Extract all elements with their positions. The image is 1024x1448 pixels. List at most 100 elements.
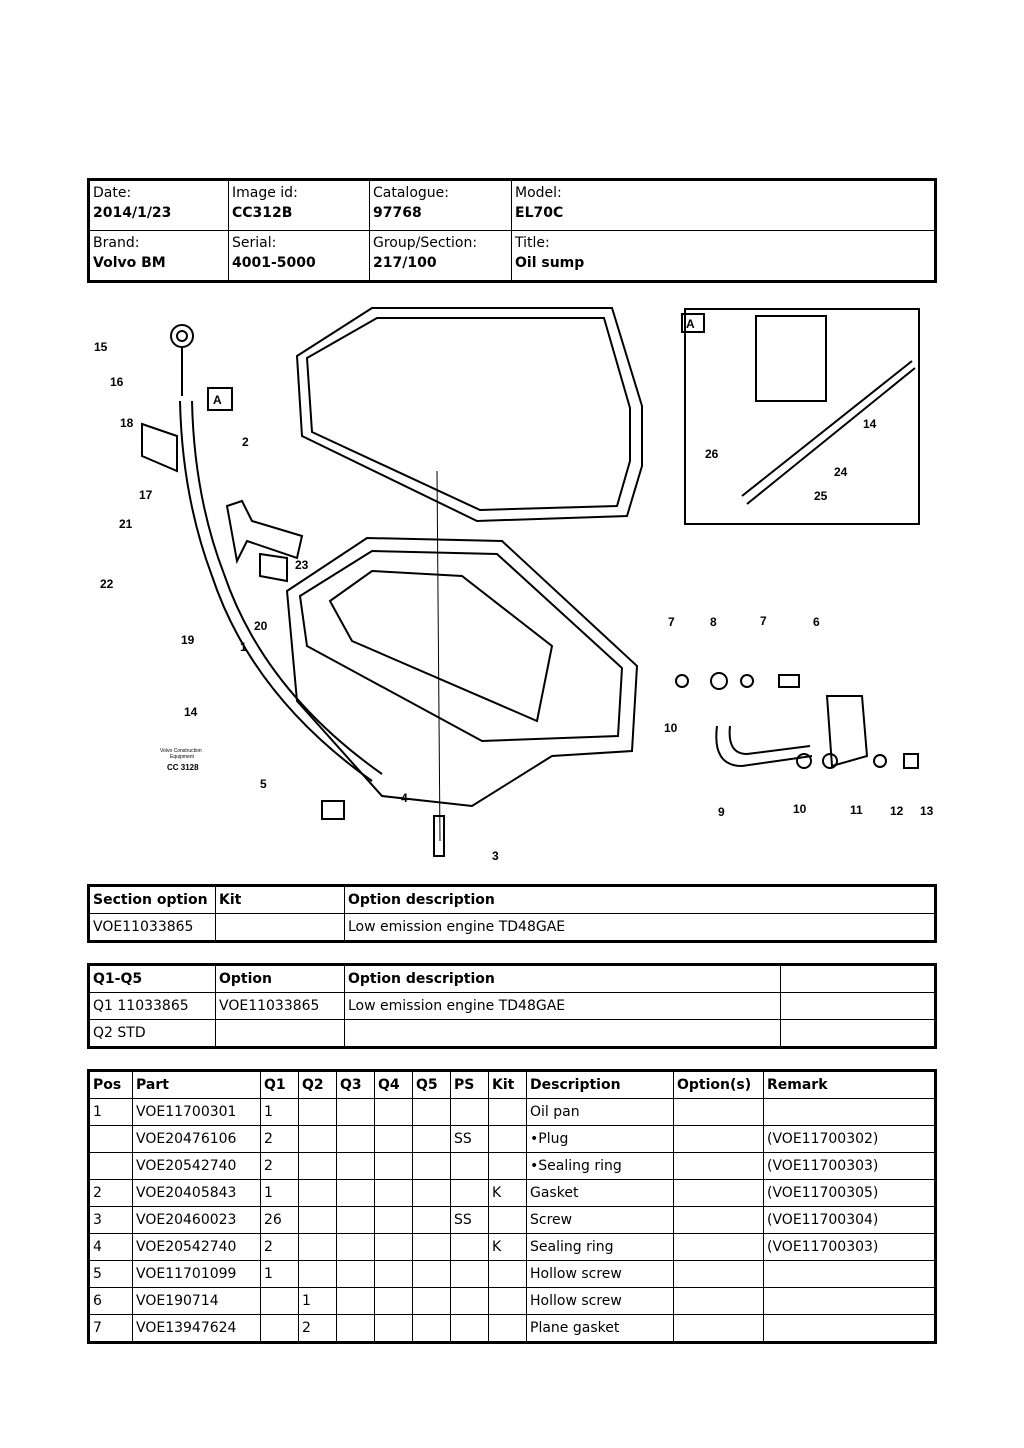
- callout-a-label: A: [213, 393, 222, 407]
- table-cell: [673, 1125, 764, 1153]
- label-10a: 10: [664, 721, 678, 735]
- table-cell: Gasket: [526, 1179, 674, 1207]
- table-cell: VOE20460023: [132, 1206, 261, 1234]
- label-16: 16: [110, 375, 124, 389]
- table-cell: [215, 913, 345, 942]
- label-14: 14: [184, 705, 198, 719]
- col-header: Q1-Q5: [88, 964, 216, 993]
- table-cell: VOE20405843: [132, 1179, 261, 1207]
- brand-cell: Brand:Volvo BM: [88, 230, 229, 282]
- table-cell: [344, 1019, 781, 1048]
- label-8: 8: [710, 615, 717, 629]
- table-cell: [412, 1125, 451, 1153]
- col-header: Section option: [88, 885, 216, 914]
- table-cell: [298, 1152, 337, 1180]
- label-10b: 10: [793, 802, 807, 816]
- table-cell: [450, 1233, 489, 1261]
- table-cell: [336, 1125, 375, 1153]
- table-cell: Screw: [526, 1206, 674, 1234]
- table-cell: VOE20476106: [132, 1125, 261, 1153]
- label-2: 2: [242, 435, 249, 449]
- title-value: Oil sump: [515, 255, 585, 271]
- table-cell: (VOE11700303): [763, 1152, 936, 1180]
- table-cell: 4: [88, 1233, 133, 1261]
- group-cell: Group/Section:217/100: [369, 230, 512, 282]
- table-cell: 6: [88, 1287, 133, 1315]
- label-6: 6: [813, 615, 820, 629]
- table-cell: 2: [298, 1314, 337, 1343]
- catalogue-cell: Catalogue:97768: [369, 179, 512, 231]
- table-cell: [298, 1206, 337, 1234]
- table-row: VOE11033865 Low emission engine TD48GAE: [88, 913, 936, 942]
- table-cell: (VOE11700305): [763, 1179, 936, 1207]
- table-cell: Sealing ring: [526, 1233, 674, 1261]
- date-cell: Date:2014/1/23: [89, 180, 229, 231]
- table-cell: 2: [260, 1233, 299, 1261]
- brand-value: Volvo BM: [93, 255, 166, 271]
- table-cell: [412, 1314, 451, 1343]
- table-cell: •Sealing ring: [526, 1152, 674, 1180]
- col-header: Remark: [763, 1070, 936, 1099]
- table-cell: 1: [260, 1260, 299, 1288]
- label-13: 13: [920, 804, 934, 818]
- table-cell: [298, 1260, 337, 1288]
- table-cell: 1: [260, 1179, 299, 1207]
- table-cell: [780, 992, 936, 1020]
- table-cell: [336, 1314, 375, 1343]
- table-cell: K: [488, 1179, 527, 1207]
- table-cell: [488, 1098, 527, 1126]
- q-option-table: Q1-Q5 Option Option description Q1 11033…: [87, 963, 937, 1049]
- table-cell: 2: [260, 1152, 299, 1180]
- label-17: 17: [139, 488, 153, 502]
- table-cell: [763, 1260, 936, 1288]
- caption-code: CC 3128: [167, 763, 199, 772]
- table-cell: [374, 1233, 413, 1261]
- serial-cell: Serial:4001-5000: [228, 230, 370, 282]
- inset-a-label: A: [686, 317, 695, 331]
- imageid-value: CC312B: [232, 205, 293, 221]
- table-cell: Low emission engine TD48GAE: [344, 992, 781, 1020]
- table-cell: [298, 1179, 337, 1207]
- table-cell: [488, 1314, 527, 1343]
- table-cell: 2: [88, 1179, 133, 1207]
- table-cell: [488, 1152, 527, 1180]
- table-cell: 2: [260, 1125, 299, 1153]
- catalogue-value: 97768: [373, 205, 422, 221]
- section-option-table: Section option Kit Option description VO…: [87, 884, 937, 943]
- table-cell: SS: [450, 1206, 489, 1234]
- col-header: Q1: [260, 1070, 299, 1099]
- table-cell: [780, 1019, 936, 1048]
- parts-header-row: Pos Part Q1 Q2 Q3 Q4 Q5 PS Kit Descripti…: [88, 1070, 936, 1099]
- table-cell: [88, 1152, 133, 1180]
- col-header: Kit: [215, 885, 345, 914]
- col-header: PS: [450, 1070, 489, 1099]
- date-value: 2014/1/23: [93, 205, 172, 221]
- table-cell: [488, 1260, 527, 1288]
- label-21: 21: [119, 517, 133, 531]
- header-table: Date:2014/1/23 Image id:CC312B Catalogue…: [87, 178, 937, 283]
- table-cell: Hollow screw: [526, 1287, 674, 1315]
- table-cell: [412, 1287, 451, 1315]
- table-cell: 5: [88, 1260, 133, 1288]
- label-18: 18: [120, 416, 134, 430]
- label-7a: 7: [668, 615, 675, 629]
- label-19: 19: [181, 633, 195, 647]
- table-cell: [412, 1179, 451, 1207]
- table-cell: [336, 1206, 375, 1234]
- table-cell: 26: [260, 1206, 299, 1234]
- caption-line-1: Volvo Construction: [160, 748, 202, 754]
- table-cell: [336, 1233, 375, 1261]
- label-14-inset: 14: [863, 417, 877, 431]
- col-header: Pos: [88, 1070, 133, 1099]
- col-header: Q4: [374, 1070, 413, 1099]
- table-cell: K: [488, 1233, 527, 1261]
- table-cell: VOE11701099: [132, 1260, 261, 1288]
- col-header: Part: [132, 1070, 261, 1099]
- label-15: 15: [94, 340, 108, 354]
- table-cell: [336, 1287, 375, 1315]
- table-cell: Plane gasket: [526, 1314, 674, 1343]
